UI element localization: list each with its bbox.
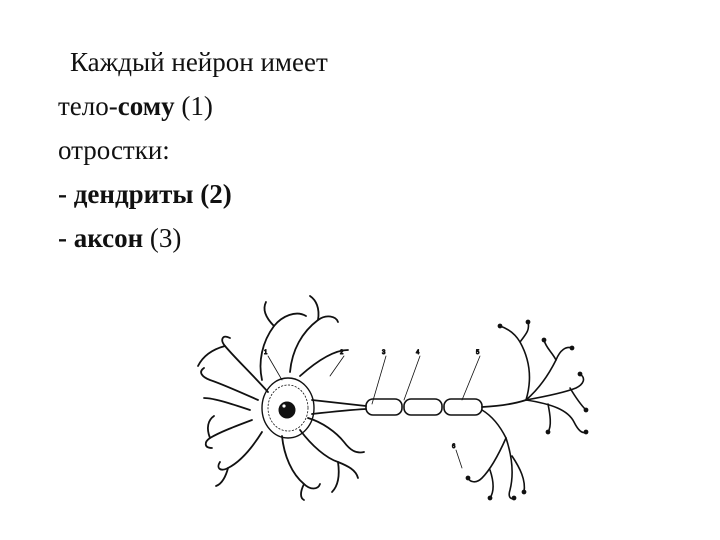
label-1: 1 xyxy=(264,350,268,356)
heading-line: Каждый нейрон имеет xyxy=(70,47,328,77)
soma-term: сому xyxy=(117,91,175,121)
soma-line: тело-сому (1) xyxy=(58,84,328,128)
processes-line: отростки: xyxy=(58,135,170,165)
myelin-segment-3 xyxy=(443,398,483,416)
dendrites-line: - дендриты (2) xyxy=(58,172,328,216)
diagram-labels: 1 2 3 4 5 6 xyxy=(264,350,481,451)
axon-term: - аксон xyxy=(58,223,144,253)
label-3: 3 xyxy=(382,350,386,356)
dendrites xyxy=(197,295,365,501)
label-6: 6 xyxy=(452,444,456,450)
label-2: 2 xyxy=(340,350,344,356)
axon-line: - аксон (3) xyxy=(58,216,328,260)
slide-text: Каждый нейрон имеет тело-сому (1) отрост… xyxy=(58,40,328,260)
leader-lines xyxy=(267,355,481,469)
axon xyxy=(311,398,527,416)
soma-number: (1) xyxy=(174,91,213,121)
nucleolus xyxy=(282,404,286,408)
label-5: 5 xyxy=(476,350,480,356)
soma xyxy=(261,377,315,439)
soma-prefix: тело- xyxy=(58,91,118,121)
myelin-segment-2 xyxy=(403,398,443,416)
label-4: 4 xyxy=(416,350,420,356)
dendrites-term: - дендриты (2) xyxy=(58,179,232,209)
myelin-segment-1 xyxy=(365,398,403,416)
nucleus xyxy=(278,401,296,419)
axon-terminals xyxy=(465,319,589,501)
axon-number: (3) xyxy=(143,223,182,253)
